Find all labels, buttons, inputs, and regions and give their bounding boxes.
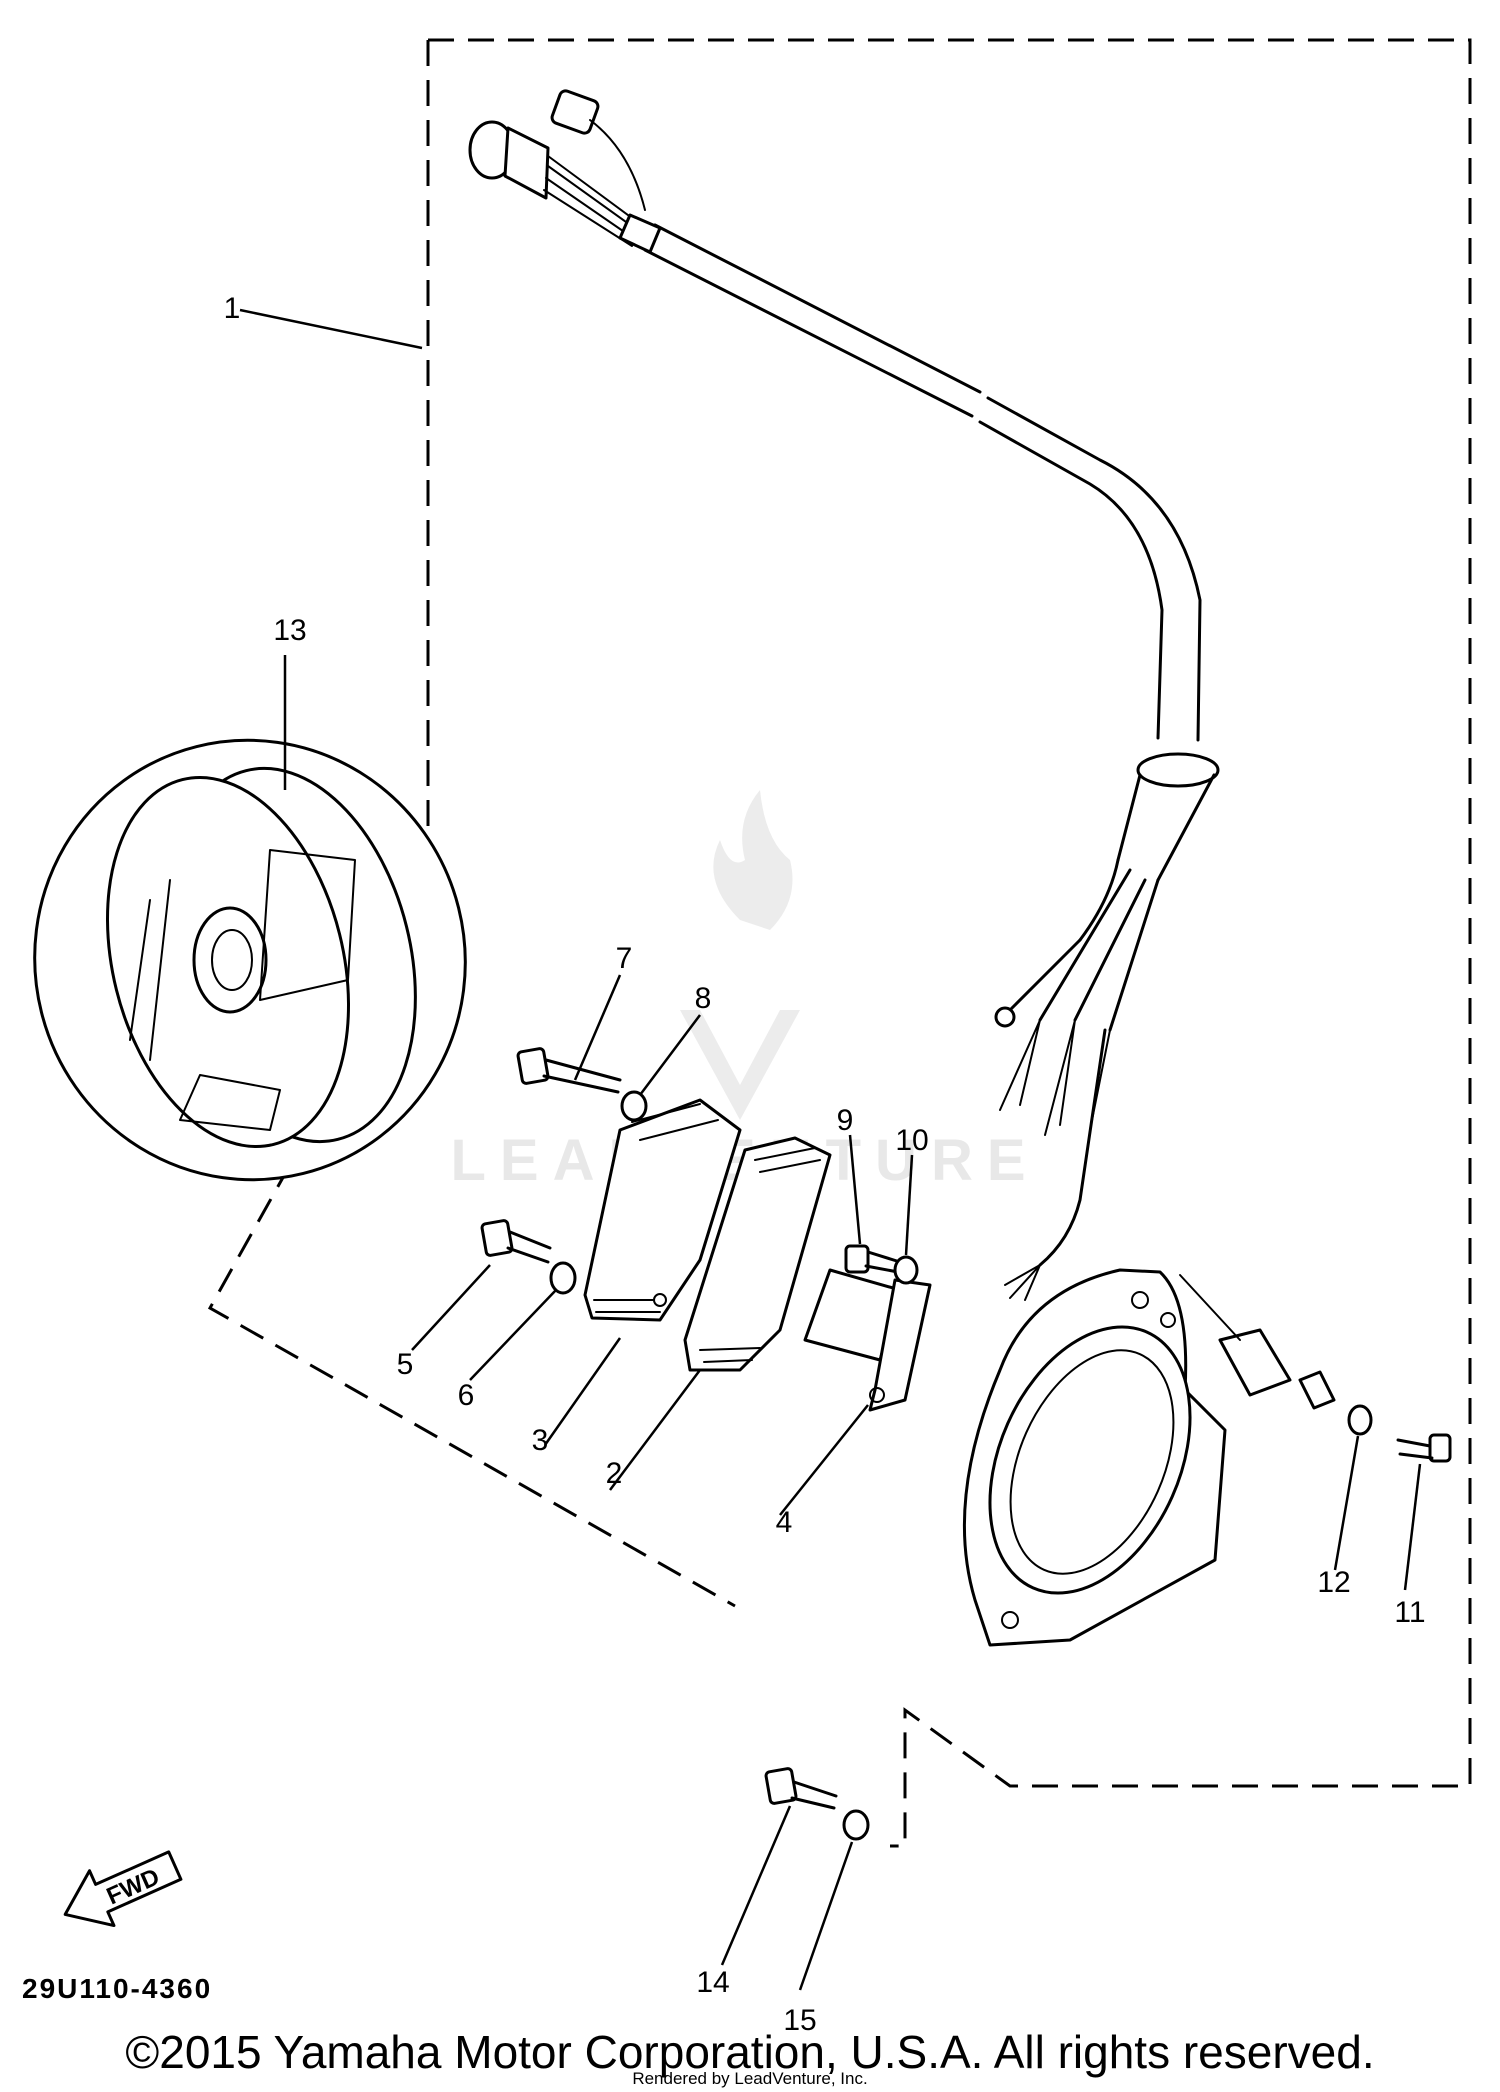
washer-6 [549, 1261, 577, 1295]
diagram-code: 29U110-4360 [22, 1973, 212, 2004]
wire-harness [468, 89, 1220, 1301]
bolt-5 [480, 1219, 552, 1264]
stator-base [962, 1268, 1227, 1647]
washer-10 [893, 1255, 919, 1285]
rendered-by-text: Rendered by LeadVenture, Inc. [632, 2069, 867, 2088]
base-plate [803, 1268, 932, 1412]
callout-12: 12 [1317, 1566, 1350, 1599]
callout-8: 8 [695, 982, 712, 1015]
collar [1298, 1370, 1336, 1410]
copyright-notice: ©2015 Yamaha Motor Corporation, U.S.A. A… [125, 2026, 1374, 2078]
callout-4: 4 [776, 1506, 793, 1539]
pulser-coil [683, 1136, 832, 1372]
bolt-7 [516, 1047, 622, 1094]
washer-15 [842, 1809, 870, 1841]
callout-14: 14 [696, 1966, 729, 1999]
callout-2: 2 [606, 1457, 623, 1490]
fwd-arrow: FWD [63, 1850, 183, 1928]
bolt-14 [764, 1767, 838, 1810]
callout-15: 15 [783, 2004, 816, 2037]
stator-clip [1179, 1274, 1292, 1397]
screw-9 [844, 1244, 902, 1274]
callout-3: 3 [532, 1424, 549, 1457]
callout-1: 1 [224, 292, 241, 325]
washer-8 [620, 1090, 648, 1122]
callout-9: 9 [837, 1104, 854, 1137]
leadventure-watermark: LEADVENTURE [450, 790, 1026, 1193]
callout-5: 5 [397, 1348, 414, 1381]
washer-12 [1347, 1404, 1373, 1436]
charge-coil [583, 1098, 742, 1322]
leader-lines [239, 308, 1422, 1991]
callout-13: 13 [273, 614, 306, 647]
callout-11: 11 [1394, 1596, 1425, 1629]
screw-11 [1396, 1433, 1452, 1463]
callouts: 1 2 3 4 5 6 7 8 9 10 11 12 13 14 15 [224, 292, 1426, 2037]
callout-7: 7 [616, 942, 633, 975]
callout-10: 10 [895, 1124, 928, 1157]
callout-6: 6 [458, 1379, 475, 1412]
flywheel [33, 738, 467, 1182]
